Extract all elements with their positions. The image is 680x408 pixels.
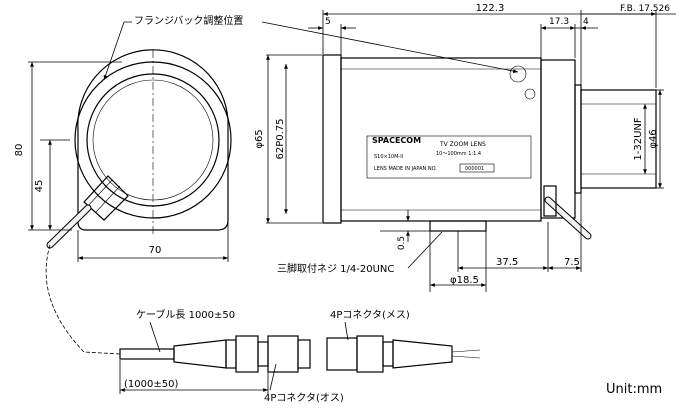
nameplate-spec: 10～100mm 1:1.4 (436, 151, 481, 157)
side-view: SPACECOM TV ZOOM LENS 10～100mm 1:1.4 S10… (254, 3, 676, 292)
connector-female-label: 4Pコネクタ(メス) (330, 309, 410, 321)
nameplate-brand: SPACECOM (372, 136, 421, 145)
dim-diameter-65: φ65 (254, 129, 265, 148)
nameplate-serial: 000001 (465, 166, 484, 172)
dim-mount-thread: 1-32UNF (633, 117, 644, 160)
cable-assembly: ケーブル長 1000±50 (1000±50) 4Pコネクタ(メス) 4Pコネク… (45, 244, 481, 404)
connector-male-label: 4Pコネクタ(オス) (264, 392, 344, 404)
dim-width-70: 70 (149, 245, 162, 256)
dim-diameter-185: φ18.5 (450, 275, 479, 286)
dim-diameter-46: φ46 (648, 129, 659, 148)
cable-length-label: ケーブル長 1000±50 (136, 308, 235, 321)
dim-rear-section: 17.3 (549, 17, 569, 27)
dim-total-length: 122.3 (476, 3, 505, 14)
nameplate-origin: LENS MADE IN JAPAN NO. (374, 166, 437, 172)
nameplate (366, 135, 532, 179)
nameplate-product: TV ZOOM LENS (439, 141, 486, 148)
dim-flange-back: F.B. 17.526 (620, 4, 670, 14)
dim-mount-offset-375: 37.5 (496, 257, 518, 268)
front-view: 80 45 70 (14, 49, 232, 262)
dim-front-step: 5 (325, 17, 331, 27)
unit-label: Unit:mm (606, 382, 662, 397)
tripod-screw-label: 三脚取付ネジ 1/4-20UNC (277, 262, 394, 275)
dim-filter-thread: 62P0.75 (275, 118, 286, 159)
dim-half-height-45: 45 (34, 180, 45, 193)
cable-length-ref: (1000±50) (124, 379, 178, 390)
dim-mount-offset-75: 7.5 (564, 257, 580, 268)
nameplate-model: S10×10M-II (374, 154, 403, 160)
dim-height-80: 80 (14, 144, 25, 157)
flange-back-adjust-label: フランジバック調整位置 (134, 14, 243, 27)
dim-rear-flange: 4 (583, 17, 589, 27)
dim-offset-05: 0.5 (397, 236, 407, 250)
